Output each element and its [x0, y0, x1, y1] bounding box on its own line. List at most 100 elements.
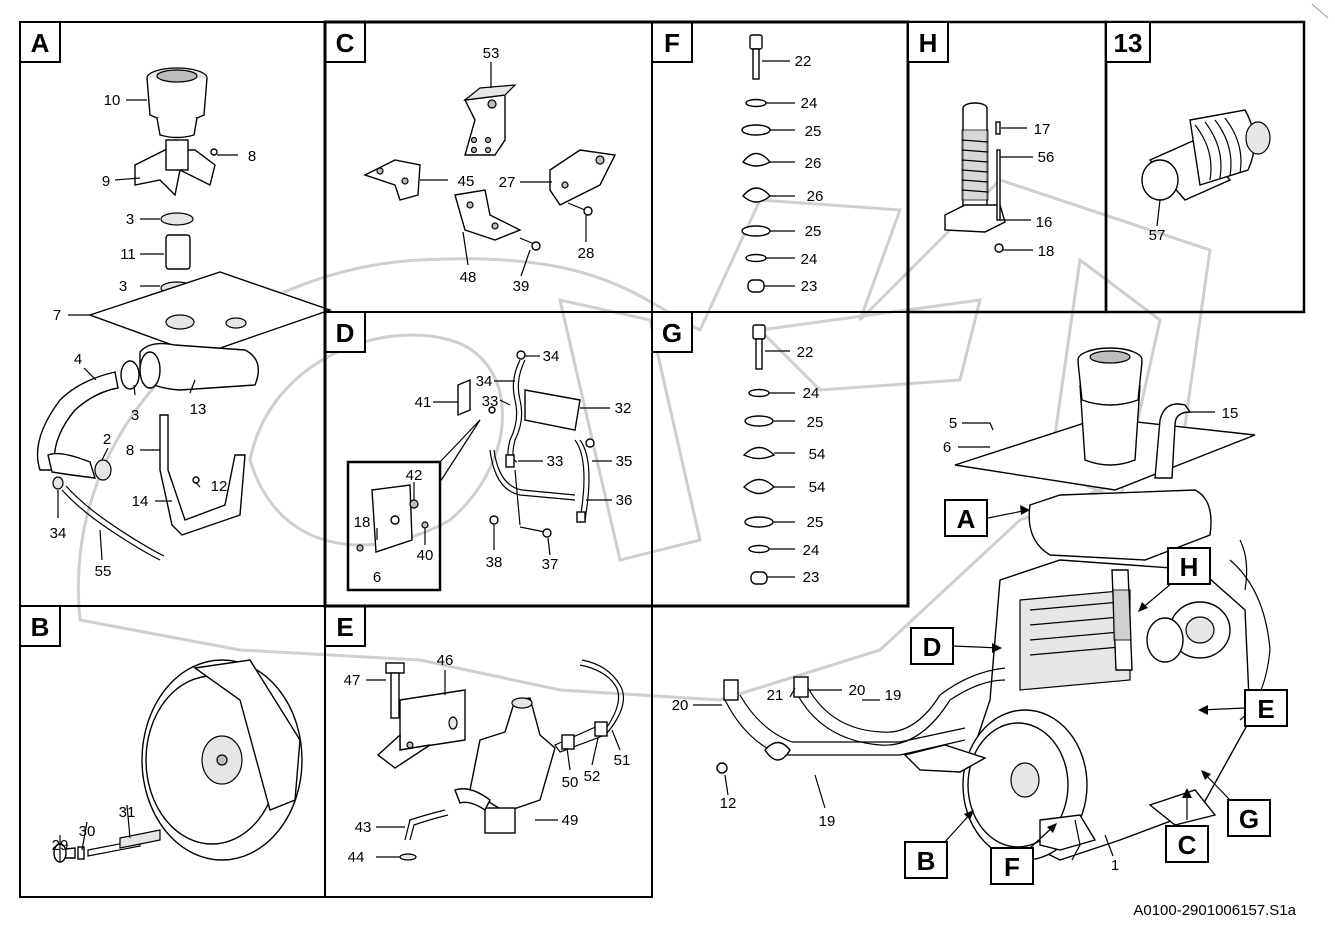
callout-8: 8 — [248, 148, 256, 165]
svg-text:A: A — [957, 504, 976, 534]
callout-53: 53 — [483, 45, 500, 62]
svg-text:D: D — [923, 632, 942, 662]
callout-26b: 26 — [807, 188, 824, 205]
callout-17: 17 — [1034, 121, 1051, 138]
callout-22: 22 — [797, 344, 814, 361]
callout-4: 4 — [74, 351, 82, 368]
callout-21: 21 — [767, 687, 784, 704]
callout-37: 37 — [542, 556, 559, 573]
callout-6: 6 — [943, 439, 951, 456]
ref-box-E: E — [1198, 689, 1288, 727]
callout-19: 19 — [885, 687, 902, 704]
panel-A: A — [19, 21, 333, 607]
panel-C: C 53 45 27 28 48 39 — [324, 21, 653, 313]
panel-13: 13 57 — [1104, 20, 1306, 314]
panel-label: G — [662, 318, 682, 348]
callout-34b: 34 — [476, 373, 493, 390]
callout-25: 25 — [805, 123, 822, 140]
panel-G: G 22 24 25 54 54 25 24 23 — [651, 311, 909, 607]
panel-label: E — [336, 612, 353, 642]
callout-32: 32 — [615, 400, 632, 417]
callout-25b: 25 — [807, 514, 824, 531]
callout-3c: 3 — [131, 407, 139, 424]
callout-20: 20 — [672, 697, 689, 714]
panel-label-box — [324, 21, 366, 63]
callout-19b: 19 — [819, 813, 836, 830]
callout-57: 57 — [1149, 227, 1166, 244]
callout-39: 39 — [513, 278, 530, 295]
callout-50: 50 — [562, 774, 579, 791]
callout-41: 41 — [415, 394, 432, 411]
callout-23: 23 — [801, 278, 818, 295]
ref-box-C: C — [1165, 788, 1209, 863]
panel-label-box — [19, 21, 61, 63]
callout-3: 3 — [126, 211, 134, 228]
callout-9: 9 — [102, 173, 110, 190]
callout-40: 40 — [417, 547, 434, 564]
callout-52: 52 — [584, 768, 601, 785]
svg-text:B: B — [917, 846, 936, 876]
svg-text:F: F — [1004, 852, 1020, 882]
panel-label: 13 — [1114, 28, 1143, 58]
detail-block-frame — [323, 20, 910, 608]
panel-label-box — [907, 21, 949, 63]
svg-text:H: H — [1180, 552, 1199, 582]
panel-label: A — [31, 28, 50, 58]
callout-10: 10 — [104, 92, 121, 109]
panel-label: C — [336, 28, 355, 58]
main-assembly: 5 6 15 20 21 20 19 12 19 1 A H D E — [672, 347, 1288, 885]
callout-33: 33 — [482, 393, 499, 410]
callout-13: 13 — [190, 401, 207, 418]
callout-46: 46 — [437, 652, 454, 669]
callout-18: 18 — [1038, 243, 1055, 260]
callout-24: 24 — [801, 95, 818, 112]
drawing-number: A0100-2901006157.S1a — [1133, 902, 1296, 919]
panel-label-box — [651, 311, 693, 353]
callout-5: 5 — [949, 415, 957, 432]
callout-54b: 54 — [809, 479, 826, 496]
panel-B: B 29 30 31 — [19, 605, 326, 898]
panel-D: D — [324, 311, 653, 607]
panel-label-box — [19, 605, 61, 647]
callout-34: 34 — [50, 525, 67, 542]
panel-label-box — [1105, 21, 1151, 63]
callout-24b: 24 — [803, 542, 820, 559]
panel-F: F 22 24 25 26 26 25 24 23 — [651, 21, 909, 313]
corner-mark — [1311, 3, 1329, 19]
callout-33b: 33 — [547, 453, 564, 470]
callout-1: 1 — [1111, 857, 1119, 874]
callout-54: 54 — [809, 446, 826, 463]
callout-45: 45 — [458, 173, 475, 190]
callout-20b: 20 — [849, 682, 866, 699]
callout-51: 51 — [614, 752, 631, 769]
callout-36: 36 — [616, 492, 633, 509]
callout-35: 35 — [616, 453, 633, 470]
callout-38: 38 — [486, 554, 503, 571]
callout-26: 26 — [805, 155, 822, 172]
ref-box-A: A — [944, 499, 1030, 537]
callout-24: 24 — [803, 385, 820, 402]
callout-42: 42 — [406, 467, 423, 484]
ref-box-D: D — [910, 627, 1002, 665]
callout-34: 34 — [543, 348, 560, 365]
callout-14: 14 — [132, 493, 149, 510]
ref-box-H: H — [1138, 547, 1211, 612]
callout-3b: 3 — [119, 278, 127, 295]
callout-55: 55 — [95, 563, 112, 580]
svg-text:C: C — [1178, 830, 1197, 860]
svg-text:E: E — [1257, 694, 1274, 724]
panel-label: D — [336, 318, 355, 348]
callout-11: 11 — [120, 246, 136, 263]
callout-24b: 24 — [801, 251, 818, 268]
callout-15: 15 — [1222, 405, 1239, 422]
ref-box-G: G — [1201, 770, 1271, 837]
callout-8b: 8 — [126, 442, 134, 459]
callout-56: 56 — [1038, 149, 1055, 166]
detail-inset — [346, 460, 442, 592]
callout-30: 30 — [79, 823, 96, 840]
callout-43: 43 — [355, 819, 372, 836]
panel-label: H — [919, 28, 938, 58]
callout-25b: 25 — [805, 223, 822, 240]
callout-27: 27 — [499, 174, 516, 191]
